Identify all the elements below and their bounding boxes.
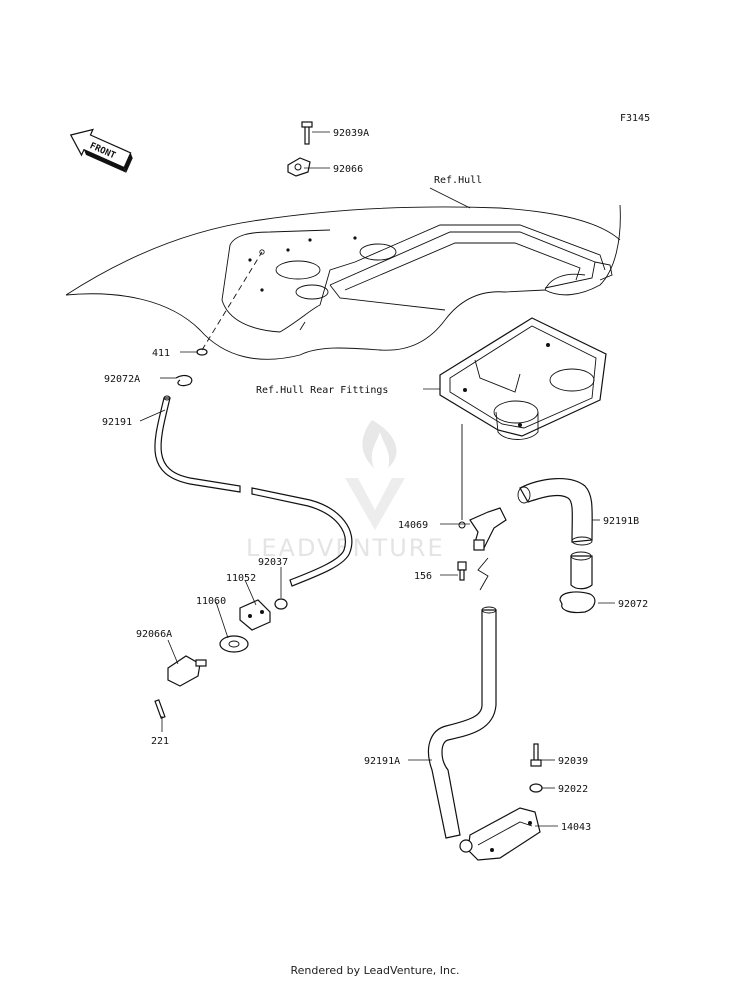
hose-92191A bbox=[427, 606, 497, 839]
footer-credit: Rendered by LeadVenture, Inc. bbox=[290, 964, 460, 977]
label-156: 156 bbox=[414, 571, 432, 582]
hose-92191 bbox=[154, 395, 353, 587]
label-411: 411 bbox=[152, 348, 170, 359]
label-92066A: 92066A bbox=[136, 629, 172, 640]
washer-92022 bbox=[529, 783, 543, 793]
label-221: 221 bbox=[151, 736, 169, 747]
bolt-156 bbox=[457, 561, 467, 581]
figure-code: F3145 bbox=[620, 113, 650, 124]
clamp-92072 bbox=[559, 591, 596, 614]
label-11052: 11052 bbox=[226, 573, 256, 584]
label-92191B: 92191B bbox=[603, 516, 639, 527]
fitting-92066A bbox=[167, 655, 207, 687]
label-92072: 92072 bbox=[618, 599, 648, 610]
front-arrow-icon: FRONT bbox=[69, 128, 133, 173]
fitting-92066 bbox=[287, 157, 311, 177]
bolt-92039 bbox=[530, 743, 542, 767]
label-92037: 92037 bbox=[258, 557, 288, 568]
screw-92039A bbox=[301, 121, 313, 145]
label-92191A: 92191A bbox=[364, 756, 400, 767]
bracket-14043 bbox=[459, 807, 541, 861]
label-ref-hull: Ref.Hull bbox=[434, 175, 482, 186]
label-92039: 92039 bbox=[558, 756, 588, 767]
hull-outline bbox=[65, 204, 621, 360]
label-92039A: 92039A bbox=[333, 128, 369, 139]
label-14043: 14043 bbox=[561, 822, 591, 833]
clamp-92037 bbox=[274, 598, 288, 610]
label-14069: 14069 bbox=[398, 520, 428, 531]
elbow-14069 bbox=[458, 507, 507, 551]
rear-fittings-box bbox=[439, 317, 607, 440]
leader-lines bbox=[139, 131, 615, 827]
clamp-92072A bbox=[175, 374, 193, 387]
screw-221 bbox=[154, 699, 166, 719]
gasket-11060 bbox=[219, 635, 249, 653]
label-92066: 92066 bbox=[333, 164, 363, 175]
label-11060: 11060 bbox=[196, 596, 226, 607]
label-92072A: 92072A bbox=[104, 374, 140, 385]
label-92022: 92022 bbox=[558, 784, 588, 795]
hose-92191B bbox=[517, 478, 593, 590]
label-ref-hull-rear-fittings: Ref.Hull Rear Fittings bbox=[256, 385, 388, 396]
gasket-11052 bbox=[239, 599, 271, 631]
label-92191: 92191 bbox=[102, 417, 132, 428]
